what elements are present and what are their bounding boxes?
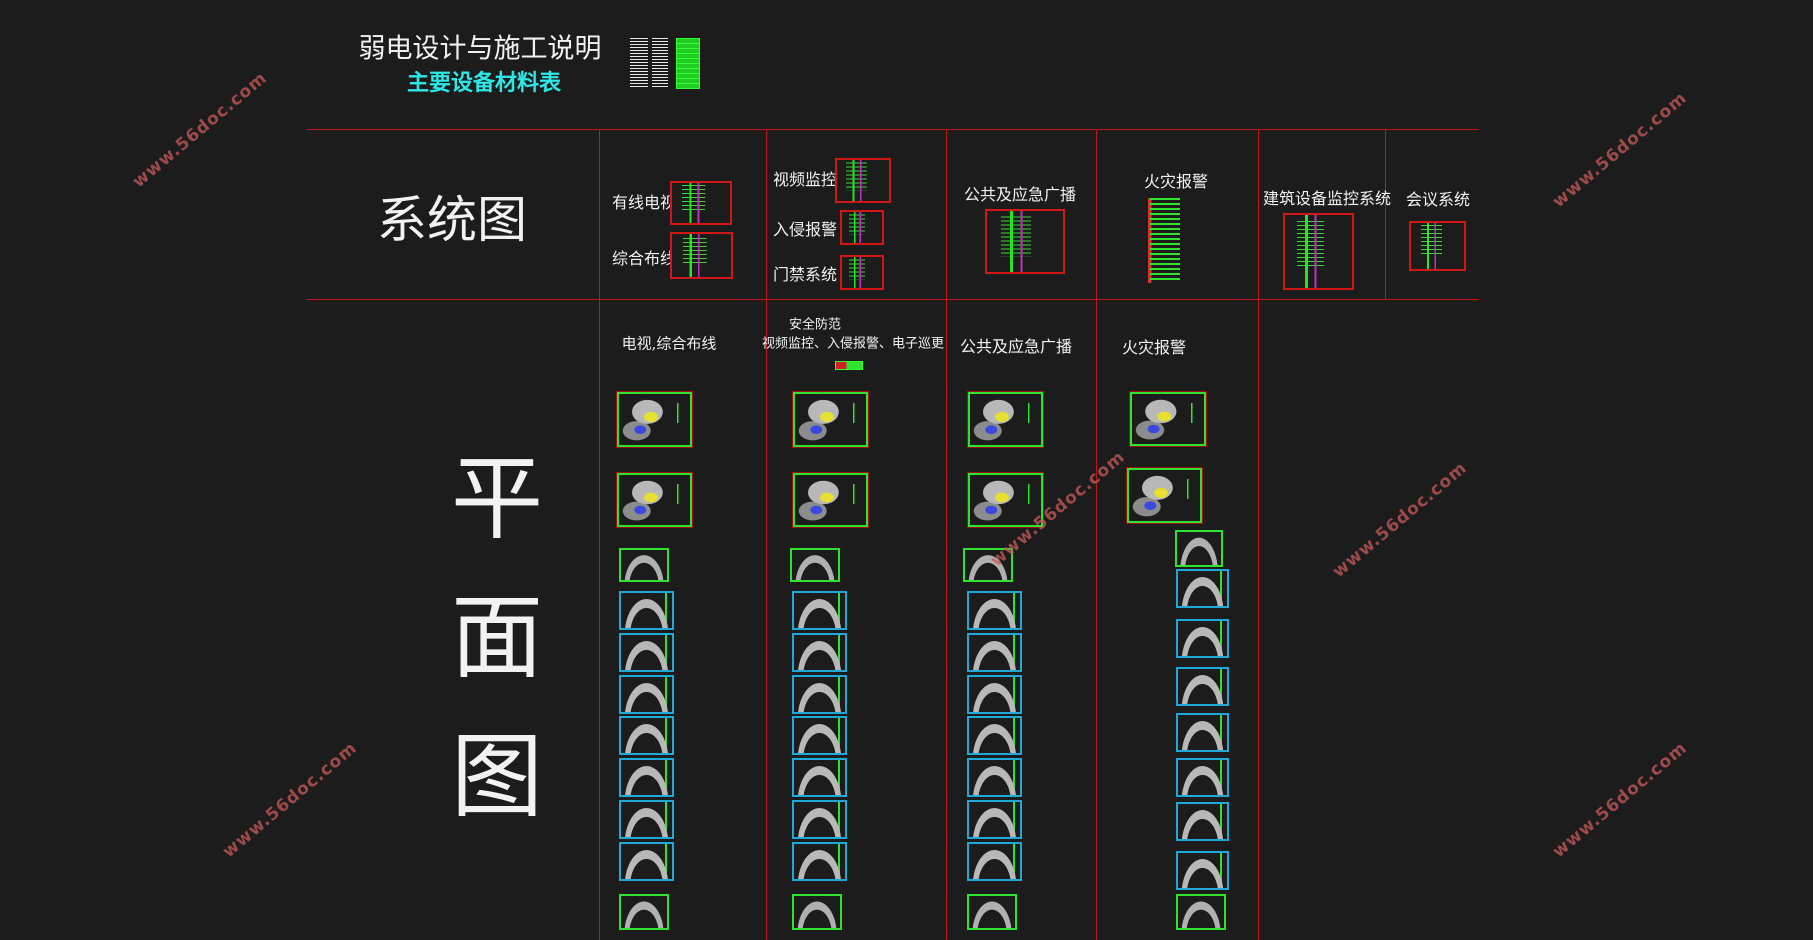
grid-line [1096, 129, 1097, 940]
materials-sheet-thumbnail[interactable] [676, 38, 700, 89]
floor-plan-thumbnail[interactable] [619, 716, 674, 755]
floor-plan-thumbnail[interactable] [616, 391, 693, 448]
grid-line [307, 129, 1479, 130]
fire-alarm-system-thumbnail[interactable] [1148, 198, 1191, 283]
floor-plan-thumbnail[interactable] [1176, 619, 1229, 658]
floor-plan-thumbnail[interactable] [790, 548, 840, 582]
floor-plan-thumbnail[interactable] [792, 842, 847, 881]
system-diagram-section-label: 系统图 [377, 191, 527, 249]
floor-plan-thumbnail[interactable] [967, 472, 1044, 528]
floor-plan-thumbnail[interactable] [792, 675, 847, 714]
catv-label: 有线电视 [611, 193, 677, 212]
floor-plan-thumbnail[interactable] [1176, 713, 1229, 752]
conference-system-thumbnail[interactable] [1409, 221, 1466, 271]
floor-plan-thumbnail[interactable] [792, 391, 869, 448]
bas-label: 建筑设备监控系统 [1262, 189, 1392, 208]
security-plan-subheader: 视频监控、入侵报警、电子巡更 [761, 336, 945, 352]
grid-line [307, 299, 1479, 300]
grid-line [1258, 129, 1259, 940]
floor-plan-thumbnail[interactable] [1129, 391, 1207, 447]
floor-plan-thumbnail[interactable] [616, 472, 693, 528]
tv-cabling-plan-header: 电视,综合布线 [621, 334, 717, 353]
floor-plan-thumbnail[interactable] [1176, 894, 1226, 930]
materials-table-title[interactable]: 主要设备材料表 [406, 71, 562, 96]
plan-section-label-2: 面 [450, 584, 544, 692]
document-sheet-thumbnail[interactable] [630, 37, 648, 89]
floor-plan-thumbnail[interactable] [792, 472, 869, 528]
floor-plan-thumbnail[interactable] [1176, 802, 1229, 841]
broadcast-plan-header: 公共及应急广播 [959, 337, 1073, 356]
fire-alarm-system-label: 火灾报警 [1143, 172, 1209, 191]
floor-plan-thumbnail[interactable] [792, 758, 847, 797]
broadcast-system-label: 公共及应急广播 [963, 185, 1077, 204]
plan-section-label-3: 图 [450, 723, 544, 831]
floor-plan-thumbnail[interactable] [792, 633, 847, 672]
access-control-label: 门禁系统 [772, 265, 838, 284]
watermark-text: www.56doc.com [1328, 458, 1472, 582]
floor-plan-thumbnail[interactable] [619, 591, 674, 630]
intrusion-alarm-label: 入侵报警 [772, 220, 838, 239]
grid-line [599, 129, 600, 940]
floor-plan-thumbnail[interactable] [1175, 530, 1223, 567]
video-surveillance-thumbnail[interactable] [835, 158, 891, 203]
watermark-text: www.56doc.com [1548, 88, 1692, 212]
floor-plan-thumbnail[interactable] [619, 675, 674, 714]
design-notes-title[interactable]: 弱电设计与施工说明 [358, 33, 602, 65]
floor-plan-thumbnail[interactable] [619, 800, 674, 839]
floor-plan-thumbnail[interactable] [619, 633, 674, 672]
fire-plan-header: 火灾报警 [1121, 338, 1187, 357]
security-plan-header: 安全防范 [788, 317, 842, 333]
watermark-text: www.56doc.com [128, 68, 272, 192]
document-sheet-thumbnail[interactable] [652, 37, 668, 89]
video-surveillance-label: 视频监控 [772, 170, 838, 189]
access-control-thumbnail[interactable] [840, 255, 884, 290]
bas-system-thumbnail[interactable] [1283, 213, 1354, 290]
floor-plan-thumbnail[interactable] [1176, 569, 1229, 608]
floor-plan-thumbnail[interactable] [619, 548, 669, 582]
catv-system-thumbnail[interactable] [670, 181, 732, 225]
floor-plan-thumbnail[interactable] [1176, 758, 1229, 797]
floor-plan-thumbnail[interactable] [619, 894, 669, 930]
floor-plan-thumbnail[interactable] [967, 633, 1022, 672]
floor-plan-thumbnail[interactable] [967, 758, 1022, 797]
conference-label: 会议系统 [1405, 190, 1471, 209]
cabling-label: 综合布线 [611, 249, 677, 268]
floor-plan-thumbnail[interactable] [967, 391, 1044, 448]
floor-plan-thumbnail[interactable] [619, 758, 674, 797]
security-legend-thumbnail[interactable] [835, 361, 863, 370]
watermark-text: www.56doc.com [218, 738, 362, 862]
cabling-system-thumbnail[interactable] [670, 232, 733, 279]
floor-plan-thumbnail[interactable] [967, 894, 1017, 930]
floor-plan-thumbnail[interactable] [792, 716, 847, 755]
floor-plan-thumbnail[interactable] [967, 800, 1022, 839]
watermark-text: www.56doc.com [1548, 738, 1692, 862]
floor-plan-thumbnail[interactable] [967, 842, 1022, 881]
floor-plan-thumbnail[interactable] [792, 800, 847, 839]
floor-plan-thumbnail[interactable] [792, 591, 847, 630]
grid-line [946, 129, 947, 940]
intrusion-alarm-thumbnail[interactable] [840, 210, 884, 245]
broadcast-system-thumbnail[interactable] [985, 209, 1065, 274]
floor-plan-thumbnail[interactable] [967, 716, 1022, 755]
floor-plan-thumbnail[interactable] [792, 894, 842, 930]
floor-plan-thumbnail[interactable] [967, 591, 1022, 630]
plan-section-label-1: 平 [450, 445, 544, 553]
floor-plan-thumbnail[interactable] [1126, 467, 1203, 524]
grid-line [766, 129, 767, 940]
floor-plan-thumbnail[interactable] [1176, 667, 1229, 706]
floor-plan-thumbnail[interactable] [967, 675, 1022, 714]
floor-plan-thumbnail[interactable] [963, 548, 1013, 582]
grid-line [1385, 129, 1386, 299]
floor-plan-thumbnail[interactable] [1176, 851, 1229, 890]
floor-plan-thumbnail[interactable] [619, 842, 674, 881]
